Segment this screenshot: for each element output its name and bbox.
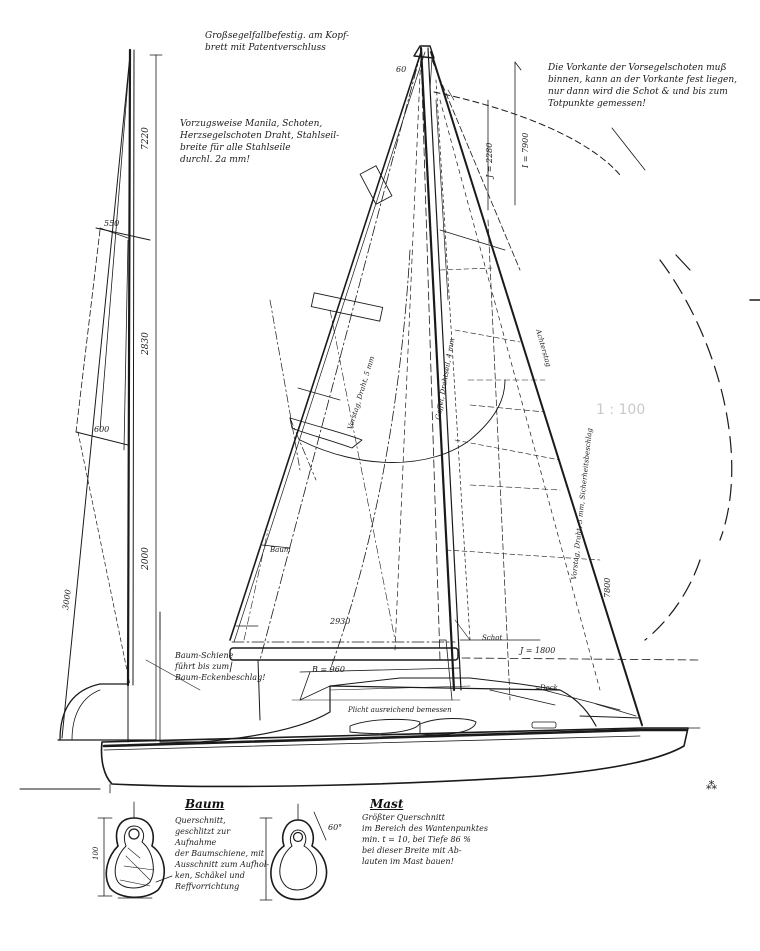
dim-i: I = 7900 <box>521 133 530 169</box>
label-sheet: Schot <box>482 634 502 642</box>
forestay-line <box>229 51 422 641</box>
hull-outline <box>100 727 689 788</box>
dim-spreader-lower: 600 <box>94 425 109 434</box>
dim-mast-lower: 2000 <box>141 547 151 571</box>
faded-scale-stamp: 1 : 100 <box>596 402 646 418</box>
dim-j-lower: J = 1800 <box>518 646 555 655</box>
backstay-line <box>430 51 643 726</box>
main-sail-plan <box>229 45 760 726</box>
mainsail-roach-arc <box>299 379 506 463</box>
dim-mast-mid: 2830 <box>141 332 151 356</box>
note-bottom-left: Querschnitt, geschlitzt zur Aufnahme der… <box>175 816 270 891</box>
masthead <box>413 45 435 59</box>
side-elevation <box>19 48 201 790</box>
note-upper-left: Vorzugsweise Manila, Schoten, Herzsegels… <box>180 119 340 165</box>
note-top-right: Die Vorkante der Vorsegelschoten muß bin… <box>548 63 738 109</box>
sheer-line <box>102 728 688 748</box>
boom-section-outer <box>105 817 165 899</box>
dim-head: 60 <box>396 65 406 74</box>
dim-luff: 7800 <box>603 578 612 598</box>
mast-section-outer <box>270 819 328 901</box>
dim-b: B = 960 <box>311 665 345 674</box>
main-boom <box>229 647 459 661</box>
label-deck: Deck <box>539 684 558 692</box>
side-hull-stern <box>59 683 129 741</box>
note-bottom-right: Größter Querschnitt im Bereich des Wante… <box>362 813 488 866</box>
note-left-boom: Baum-Schiene führt bis zum Baum-Eckenbes… <box>175 651 266 682</box>
hull <box>100 611 701 794</box>
title-boom-section: Baum <box>185 797 225 811</box>
title-mast-section: Mast <box>370 797 404 811</box>
boom-section <box>97 801 173 899</box>
label-backstay: Achterstag <box>534 327 553 368</box>
dim-section-angle: 60° <box>328 823 342 832</box>
page-mark: ⁂ <box>706 779 717 792</box>
label-jib-luff: Vorstag, Draht, 5 mm <box>346 355 376 431</box>
dim-j: J = 2280 <box>485 143 494 180</box>
dim-section-height: 100 <box>92 846 100 860</box>
dim-foot: 2930 <box>329 617 350 626</box>
main-mast <box>419 46 456 692</box>
side-mast <box>126 48 132 687</box>
cabin-coaming <box>159 685 597 743</box>
dim-spreader-upper: 550 <box>104 219 119 228</box>
label-cockpit: Plicht ausreichend bemessen <box>347 706 452 714</box>
label-boom: Baum <box>269 546 291 554</box>
jib-leech <box>259 51 422 661</box>
note-top-center: Großsegelfallbefestig. am Kopf- brett mi… <box>205 31 350 53</box>
mast-section <box>259 803 328 901</box>
dim-side: 3000 <box>61 589 73 610</box>
side-stay-left <box>61 54 131 739</box>
cockpit-outline <box>349 718 421 734</box>
dim-mast-total: 7220 <box>141 127 151 150</box>
